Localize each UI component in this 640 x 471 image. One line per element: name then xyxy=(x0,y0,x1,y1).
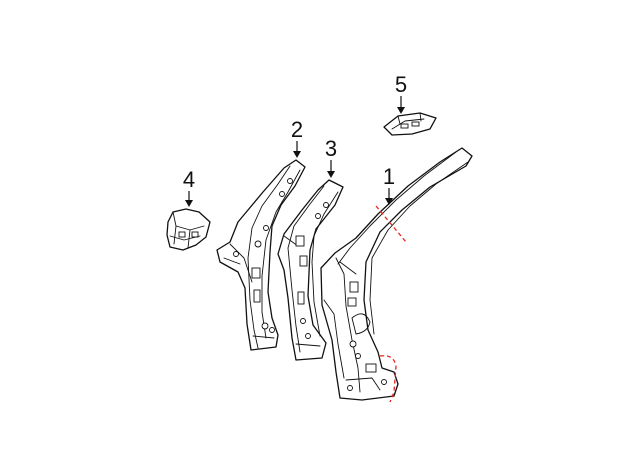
part-2-inner-pillar[interactable] xyxy=(216,159,306,351)
svg-text:5: 5 xyxy=(395,72,407,97)
cut-line-lower xyxy=(379,355,397,403)
callout-2: 2 xyxy=(291,117,303,158)
part-4-bracket[interactable] xyxy=(166,208,211,251)
callout-5: 5 xyxy=(395,72,407,114)
callout-3: 3 xyxy=(325,136,337,178)
svg-text:4: 4 xyxy=(183,167,195,192)
part-3-middle-pillar[interactable] xyxy=(277,179,344,361)
cut-line-upper xyxy=(375,205,407,243)
callout-4: 4 xyxy=(183,167,195,207)
part-5-bracket[interactable] xyxy=(383,112,437,136)
svg-text:1: 1 xyxy=(383,164,395,189)
svg-text:2: 2 xyxy=(291,117,303,142)
svg-text:3: 3 xyxy=(325,136,337,161)
callout-1: 1 xyxy=(383,164,395,205)
part-1-outer-pillar[interactable] xyxy=(320,147,473,401)
